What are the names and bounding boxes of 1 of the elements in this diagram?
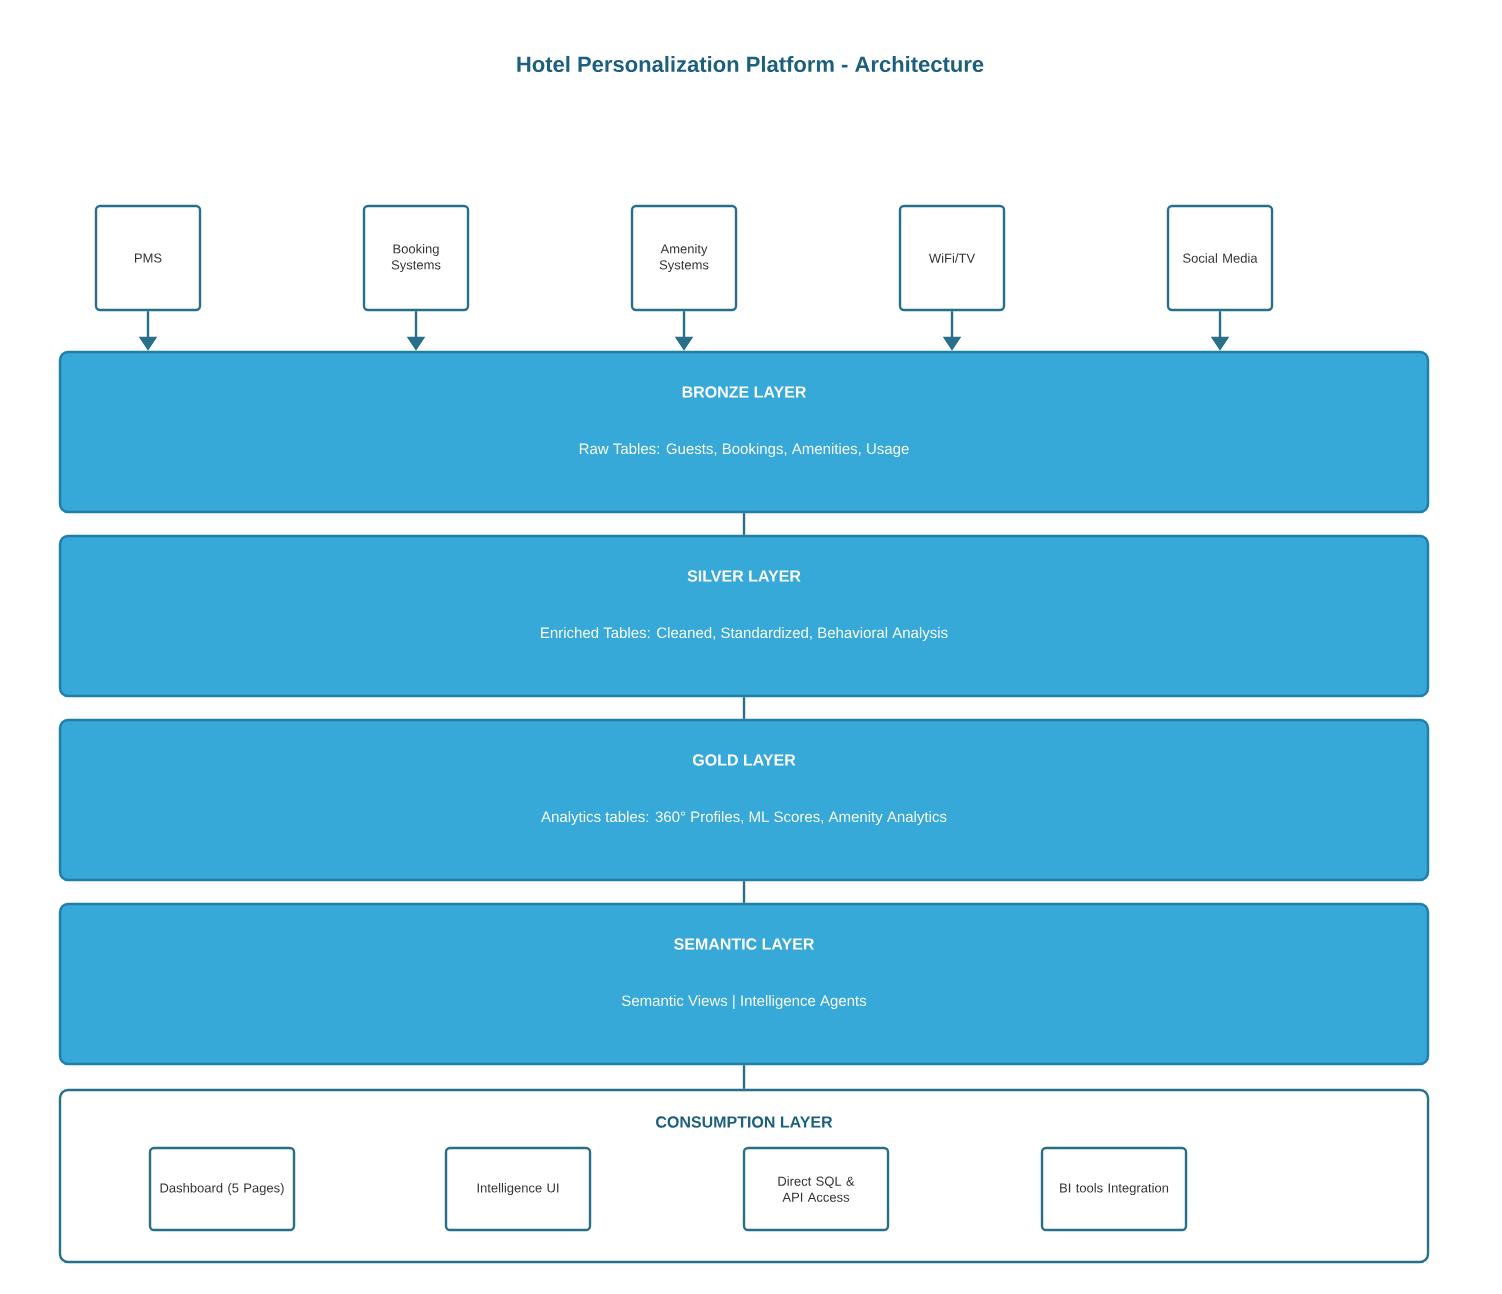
title: Hotel Personalization Platform - Architecture [517, 55, 984, 73]
